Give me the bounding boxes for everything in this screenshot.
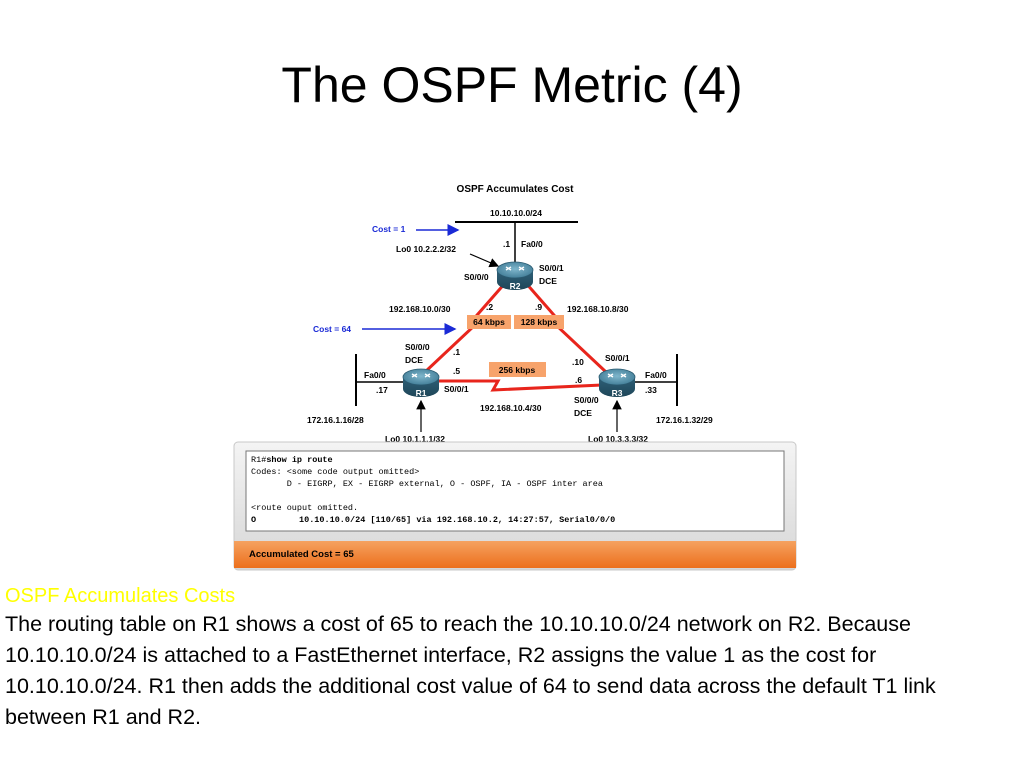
terminal-line-4: <route ouput omitted.: [251, 503, 358, 513]
r1-s001-ip: .5: [453, 366, 460, 376]
r3-s000-ip: .6: [575, 375, 582, 385]
r3-dce-label: DCE: [574, 408, 592, 418]
r2-dce-label: DCE: [539, 276, 557, 286]
slide-title: The OSPF Metric (4): [281, 57, 743, 113]
r1-dce-label: DCE: [405, 355, 423, 365]
r2-s000-ip: .2: [486, 302, 493, 312]
link-r1-r3: [433, 379, 603, 392]
router-r3-name: R3: [612, 388, 623, 398]
router-r1-icon: R1: [402, 368, 440, 398]
net-r1-r3-label: 192.168.10.4/30: [480, 403, 542, 413]
bandwidth-box-r2-r3: [514, 315, 564, 329]
caption-heading: OSPF Accumulates Costs: [5, 585, 236, 607]
r1-fa-ip: .17: [376, 385, 388, 395]
r2-s001-ip: .9: [535, 302, 542, 312]
top-network-label: 10.10.10.0/24: [490, 208, 542, 218]
r3-fa-ip: .33: [645, 385, 657, 395]
terminal-route-line: 10.10.10.0/24 [110/65] via 192.168.10.2,…: [299, 515, 615, 525]
r2-loopback-label: Lo0 10.2.2.2/32: [396, 244, 456, 254]
r3-s001-ip: .10: [572, 357, 584, 367]
terminal-line-2: D - EIGRP, EX - EIGRP external, O - OSPF…: [251, 479, 603, 489]
accumulated-cost-label: Accumulated Cost = 65: [249, 549, 355, 560]
router-r2-icon: R2: [496, 261, 534, 291]
r2-fa-ip: .1: [503, 239, 510, 249]
r1-lan-label: 172.16.1.16/28: [307, 415, 364, 425]
r1-s000-label: S0/0/0: [405, 342, 430, 352]
r1-loopback-label: Lo0 10.1.1.1/32: [385, 434, 445, 444]
r3-lan-label: 172.16.1.32/29: [656, 415, 713, 425]
caption-body: The routing table on R1 shows a cost of …: [5, 612, 936, 729]
accumulated-cost-bar: [234, 541, 796, 568]
terminal-line-prompt: R1#show ip route: [251, 455, 333, 465]
caption: OSPF Accumulates Costs The routing table…: [5, 583, 1019, 733]
r3-fa-label: Fa0/0: [645, 370, 667, 380]
router-r2-name: R2: [510, 281, 521, 291]
bandwidth-box-r1-r3: [489, 362, 546, 377]
terminal-box: [245, 450, 785, 532]
bandwidth-r2-r3: 128 kbps: [521, 317, 558, 327]
r1-s001-label: S0/0/1: [444, 384, 469, 394]
r3-s001-label: S0/0/1: [605, 353, 630, 363]
bandwidth-r1-r2: 64 kbps: [473, 317, 505, 327]
router-r1-name: R1: [416, 388, 427, 398]
cost-1-label: Cost = 1: [372, 224, 406, 234]
diagram-title: OSPF Accumulates Cost: [457, 184, 575, 195]
router-r3-icon: R3: [598, 368, 636, 398]
terminal-route-code: O: [251, 515, 256, 525]
bandwidth-box-r1-r2: [467, 315, 511, 329]
r2-fa-label: Fa0/0: [521, 239, 543, 249]
cost-64-label: Cost = 64: [313, 324, 351, 334]
r1-fa-label: Fa0/0: [364, 370, 386, 380]
r2-s000-label: S0/0/0: [464, 272, 489, 282]
bandwidth-r1-r3: 256 kbps: [499, 365, 536, 375]
r2-loopback-arrow-icon: [469, 253, 500, 268]
terminal-line-1: Codes: <some code output omitted>: [251, 467, 419, 477]
net-r1-r2-label: 192.168.10.0/30: [389, 304, 451, 314]
net-r2-r3-label: 192.168.10.8/30: [567, 304, 629, 314]
r1-s000-ip: .1: [453, 347, 460, 357]
r3-s000-label: S0/0/0: [574, 395, 599, 405]
r3-loopback-label: Lo0 10.3.3.3/32: [588, 434, 648, 444]
r2-s001-label: S0/0/1: [539, 263, 564, 273]
